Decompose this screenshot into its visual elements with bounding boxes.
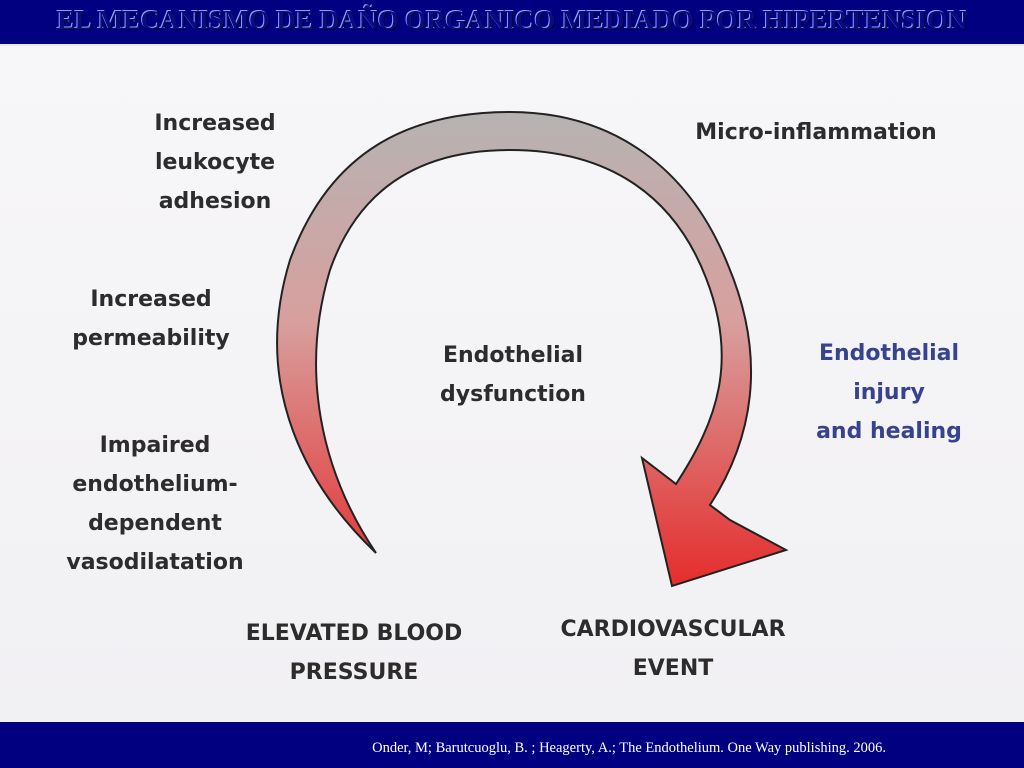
- label-endothelial-dysfunction: Endothelial dysfunction: [440, 343, 586, 407]
- label-micro-inflammation: Micro-inflammation: [695, 120, 937, 145]
- slide-title: EL MECANISMO DE DAÑO ORGANICO MEDIADO PO…: [56, 5, 968, 35]
- label-cardiovascular-event: CARDIOVASCULAR EVENT: [560, 617, 786, 681]
- label-elevated-blood-pressure: ELEVATED BLOOD PRESSURE: [245, 621, 463, 685]
- citation: Onder, M; Barutcuoglu, B. ; Heagerty, A.…: [372, 740, 886, 756]
- footer-bar: Onder, M; Barutcuoglu, B. ; Heagerty, A.…: [0, 722, 1024, 768]
- label-permeability: Increased permeability: [72, 287, 230, 351]
- label-leukocyte-adhesion: Increased leukocyte adhesion: [154, 111, 276, 214]
- diagram-canvas: [0, 46, 1024, 722]
- title-bar: EL MECANISMO DE DAÑO ORGANICO MEDIADO PO…: [0, 0, 1024, 46]
- cycle-arrow-body: [276, 110, 789, 588]
- label-endothelial-injury: Endothelial injury and healing: [816, 341, 962, 444]
- label-vasodilatation: Impaired endothelium- dependent vasodila…: [66, 433, 244, 575]
